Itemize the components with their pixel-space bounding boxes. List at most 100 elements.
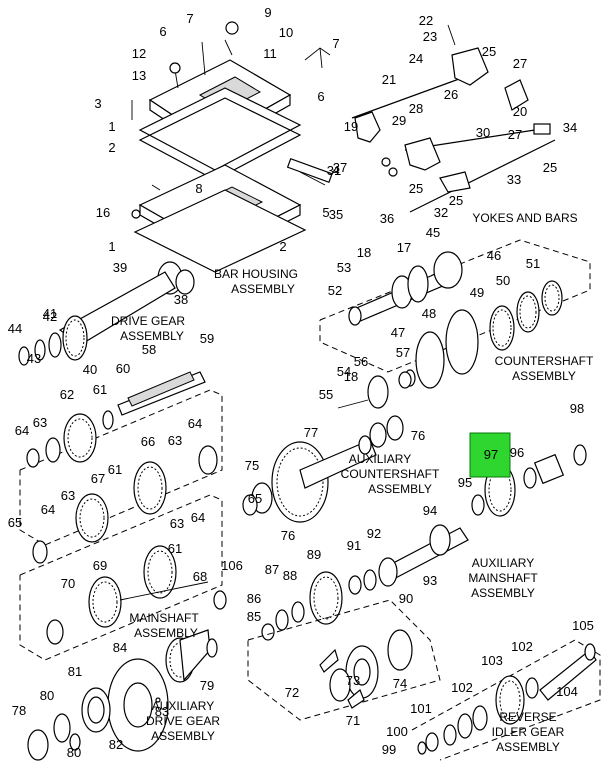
callout-63: 63: [61, 488, 75, 503]
callout-27: 27: [513, 56, 527, 71]
callout-61: 61: [93, 382, 107, 397]
callout-20: 20: [513, 104, 527, 119]
auxiliary-drive-gear-assembly: [27, 629, 218, 761]
callout-61: 61: [168, 541, 182, 556]
callout-95: 95: [458, 475, 472, 490]
caption-countershaft-1: COUNTERSHAFT: [495, 354, 594, 368]
caption-drive-gear-2: ASSEMBLY: [120, 329, 184, 343]
callout-9: 9: [264, 5, 271, 20]
callout-97-highlighted: 97: [484, 447, 498, 462]
callout-78: 78: [12, 703, 26, 718]
callout-93: 93: [423, 573, 437, 588]
caption-reverse-idler-3: ASSEMBLY: [496, 740, 560, 754]
callout-105: 105: [572, 618, 594, 633]
part-number-callouts: 1122345667789101112131617181819202122232…: [8, 5, 594, 760]
callout-76: 76: [281, 528, 295, 543]
callout-58: 58: [142, 342, 156, 357]
caption-aux-countershaft-2: COUNTERSHAFT: [341, 467, 440, 481]
caption-aux-mainshaft-1: AUXILIARY: [472, 556, 534, 570]
callout-36: 36: [380, 211, 394, 226]
callout-66: 66: [141, 434, 155, 449]
caption-mainshaft-2: ASSEMBLY: [134, 626, 198, 640]
callout-88: 88: [283, 568, 297, 583]
callout-64: 64: [41, 502, 55, 517]
callout-69: 69: [93, 558, 107, 573]
auxiliary-countershaft-assembly: [242, 371, 412, 523]
callout-17: 17: [397, 240, 411, 255]
callout-54: 54: [337, 364, 351, 379]
mainshaft-assembly: [19, 371, 227, 661]
callout-13: 13: [132, 68, 146, 83]
callout-62: 62: [60, 387, 74, 402]
callout-76: 76: [411, 428, 425, 443]
callout-89: 89: [307, 547, 321, 562]
callout-60: 60: [116, 361, 130, 376]
callout-61: 61: [108, 462, 122, 477]
caption-mainshaft-1: MAINSHAFT: [129, 611, 199, 625]
callout-57: 57: [396, 345, 410, 360]
callout-41: 41: [43, 306, 57, 321]
callout-84: 84: [113, 640, 127, 655]
callout-96: 96: [510, 445, 524, 460]
callout-70: 70: [61, 576, 75, 591]
callout-4: 4: [332, 163, 339, 178]
callout-10: 10: [279, 25, 293, 40]
callout-75: 75: [245, 458, 259, 473]
callout-28: 28: [409, 101, 423, 116]
callout-50: 50: [496, 273, 510, 288]
callout-100: 100: [386, 724, 408, 739]
bar-housing-assembly: [131, 21, 333, 273]
highlight-box-97: [469, 432, 511, 478]
callout-81: 81: [68, 664, 82, 679]
callout-63: 63: [170, 516, 184, 531]
callout-106: 106: [221, 558, 243, 573]
callout-25: 25: [409, 181, 423, 196]
callout-16: 16: [96, 205, 110, 220]
callout-18: 18: [344, 369, 358, 384]
callout-48: 48: [422, 306, 436, 321]
callout-63: 63: [168, 433, 182, 448]
callout-27: 27: [508, 127, 522, 142]
callout-102: 102: [451, 680, 473, 695]
callout-19: 19: [344, 119, 358, 134]
callout-85: 85: [247, 609, 261, 624]
callout-59: 59: [200, 331, 214, 346]
callout-3: 3: [94, 96, 101, 111]
caption-reverse-idler-2: IDLER GEAR: [492, 725, 565, 739]
callout-79: 79: [200, 678, 214, 693]
callout-72: 72: [285, 685, 299, 700]
caption-aux-drive-gear-2: DRIVE GEAR: [146, 714, 220, 728]
callout-102: 102: [511, 639, 533, 654]
caption-aux-mainshaft-2: MAINSHAFT: [468, 571, 538, 585]
callout-39: 39: [113, 260, 127, 275]
caption-bar-housing-1: BAR HOUSING: [214, 267, 298, 281]
synchronizer-assembly: [247, 599, 441, 721]
caption-bar-housing-2: ASSEMBLY: [231, 282, 295, 296]
callout-8: 8: [195, 181, 202, 196]
callout-18: 18: [357, 245, 371, 260]
callout-65: 65: [248, 491, 262, 506]
callout-56: 56: [354, 354, 368, 369]
callout-40: 40: [83, 362, 97, 377]
callout-42: 42: [43, 309, 57, 324]
callout-67: 67: [91, 471, 105, 486]
callout-45: 45: [426, 225, 440, 240]
callout-68: 68: [193, 569, 207, 584]
callout-74: 74: [393, 676, 407, 691]
callout-29: 29: [392, 113, 406, 128]
callout-26: 26: [444, 87, 458, 102]
callout-87: 87: [265, 562, 279, 577]
countershaft-assembly: [319, 239, 591, 389]
caption-countershaft-2: ASSEMBLY: [512, 369, 576, 383]
caption-reverse-idler-1: REVERSE: [499, 710, 556, 724]
drive-gear-assembly: [18, 261, 195, 366]
callout-94: 94: [423, 503, 437, 518]
callout-21: 21: [382, 72, 396, 87]
callout-80: 80: [40, 688, 54, 703]
callout-24: 24: [409, 51, 423, 66]
callout-1: 1: [108, 119, 115, 134]
callout-99: 99: [382, 742, 396, 757]
callout-25: 25: [482, 44, 496, 59]
caption-aux-countershaft-1: AUXILIARY: [349, 452, 411, 466]
